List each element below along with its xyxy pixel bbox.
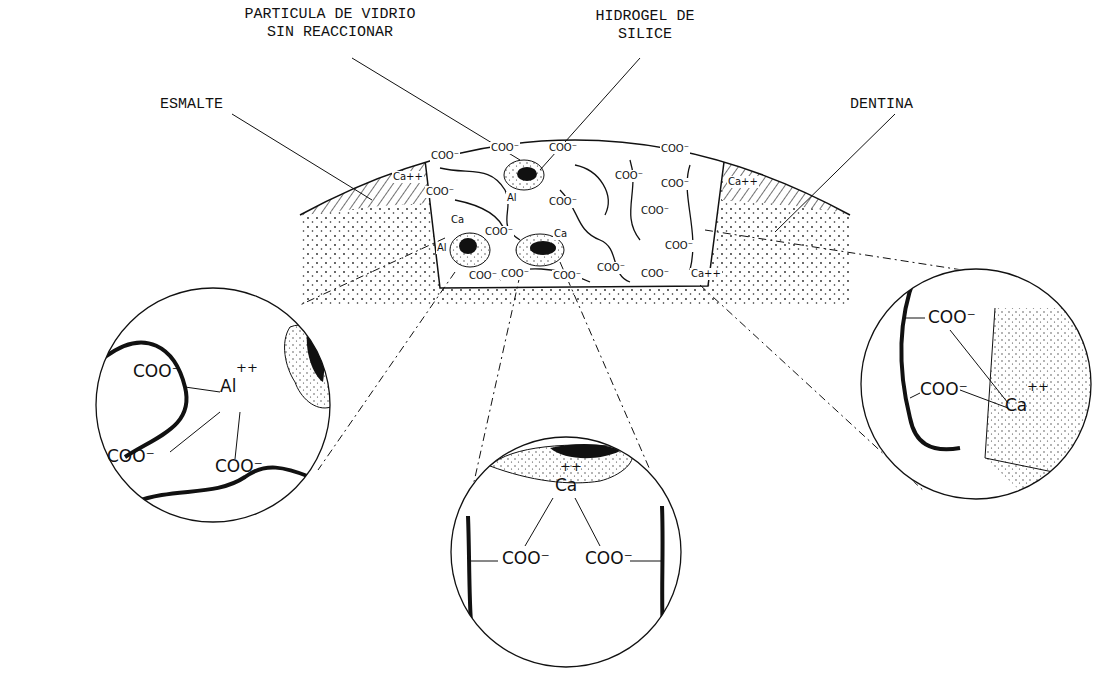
- chemical-label: Ca: [553, 228, 568, 240]
- chemical-label: COO⁻: [660, 178, 690, 190]
- chemical-label: COO⁻: [425, 186, 455, 198]
- chemical-label: COO⁻: [920, 380, 968, 399]
- part-label: ESMALTE: [160, 96, 223, 114]
- chemical-label: Al: [436, 242, 448, 254]
- chemical-label: COO⁻: [552, 270, 582, 282]
- magnified-circle: COO⁻ Al++ COO⁻ COO⁻: [95, 287, 331, 523]
- chemical-label: COO⁻: [500, 268, 530, 280]
- chemical-label: Ca: [1005, 396, 1027, 415]
- chemical-label: COO⁻: [502, 549, 550, 568]
- chemical-label: COO⁻: [640, 268, 670, 280]
- chemical-label: Al: [506, 192, 518, 204]
- magnified-circle: COO⁻ COO⁻ Ca++: [860, 268, 1092, 500]
- chemical-label: COO⁻: [548, 196, 578, 208]
- chemical-label: COO⁻: [640, 205, 670, 217]
- chemical-label: Ca++: [727, 176, 759, 188]
- chemical-label: COO⁻: [660, 143, 690, 155]
- chemical-label: Ca: [450, 214, 465, 226]
- chemical-label: COO⁻: [215, 457, 263, 476]
- chemical-label: COO⁻: [548, 142, 578, 154]
- chemical-label: COO⁻: [596, 262, 626, 274]
- magnified-detail: [95, 287, 331, 523]
- chemical-label: COO⁻: [928, 308, 976, 327]
- chemical-label: Al: [220, 377, 236, 396]
- chemical-label: COO⁻: [614, 170, 644, 182]
- chemical-label: Ca++: [690, 268, 722, 280]
- part-label: DENTINA: [850, 96, 913, 114]
- chemical-label: COO⁻: [484, 226, 514, 238]
- ion-charge: ++: [236, 361, 258, 375]
- chemical-label: COO⁻: [430, 150, 460, 162]
- magnified-detail: [860, 268, 1092, 500]
- chemical-label: COO⁻: [490, 142, 520, 154]
- ion-charge: ++: [1027, 380, 1049, 394]
- chemical-label: COO⁻: [664, 240, 694, 252]
- part-label: PARTICULA DE VIDRIO SIN REACCIONAR: [230, 6, 430, 42]
- chemical-label: COO⁻: [468, 270, 498, 282]
- chemical-label: COO⁻: [133, 362, 181, 381]
- chemical-label: COO⁻: [107, 447, 155, 466]
- magnified-circle: ++ CaCOO⁻ COO⁻: [450, 436, 682, 668]
- part-label: HIDROGEL DE SILICE: [580, 8, 710, 44]
- ion-charge: ++: [560, 460, 582, 474]
- chemical-label: Ca: [555, 476, 577, 495]
- chemical-label: COO⁻: [585, 549, 633, 568]
- chemical-label: Ca++: [392, 171, 424, 183]
